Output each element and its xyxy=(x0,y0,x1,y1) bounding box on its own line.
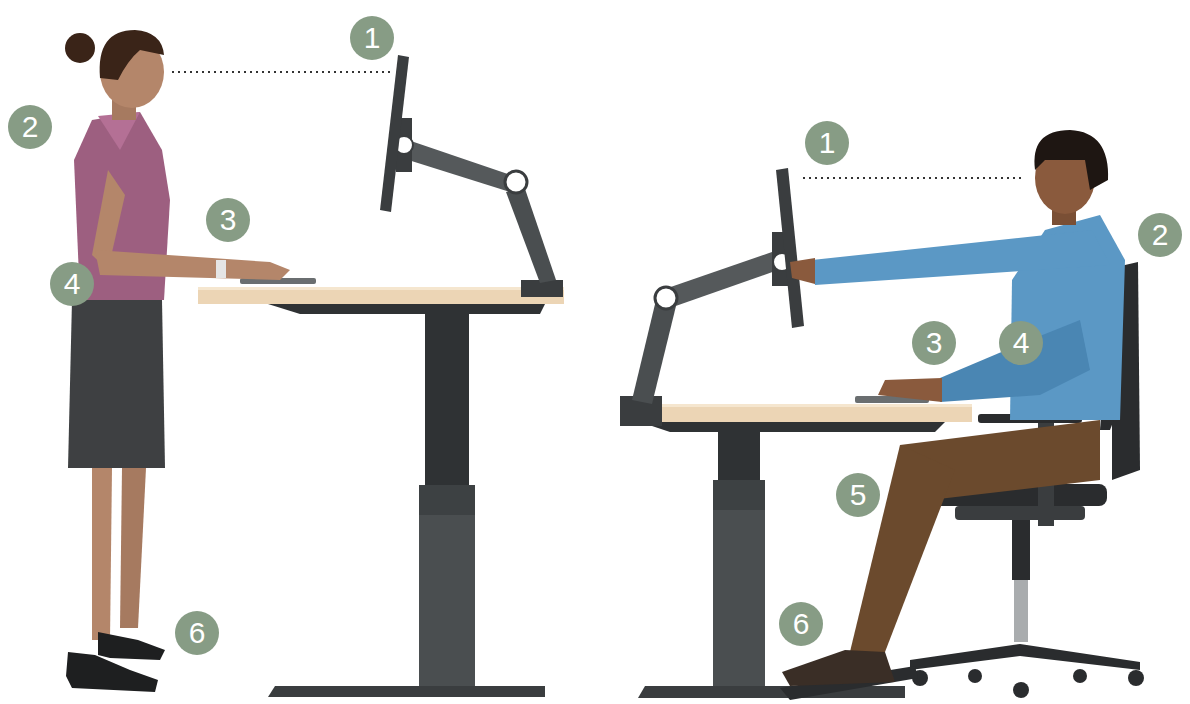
callout-number: 5 xyxy=(836,473,880,517)
callout-number: 4 xyxy=(999,321,1043,365)
callout-number: 4 xyxy=(50,262,94,306)
callout-number: 1 xyxy=(350,16,394,60)
callout-number: 2 xyxy=(1138,213,1182,257)
callout-number: 2 xyxy=(8,105,52,149)
callout-number: 6 xyxy=(175,611,219,655)
callout-number: 3 xyxy=(206,198,250,242)
callout-number: 6 xyxy=(779,602,823,646)
callout-number: 1 xyxy=(805,121,849,165)
callout-number: 3 xyxy=(912,321,956,365)
